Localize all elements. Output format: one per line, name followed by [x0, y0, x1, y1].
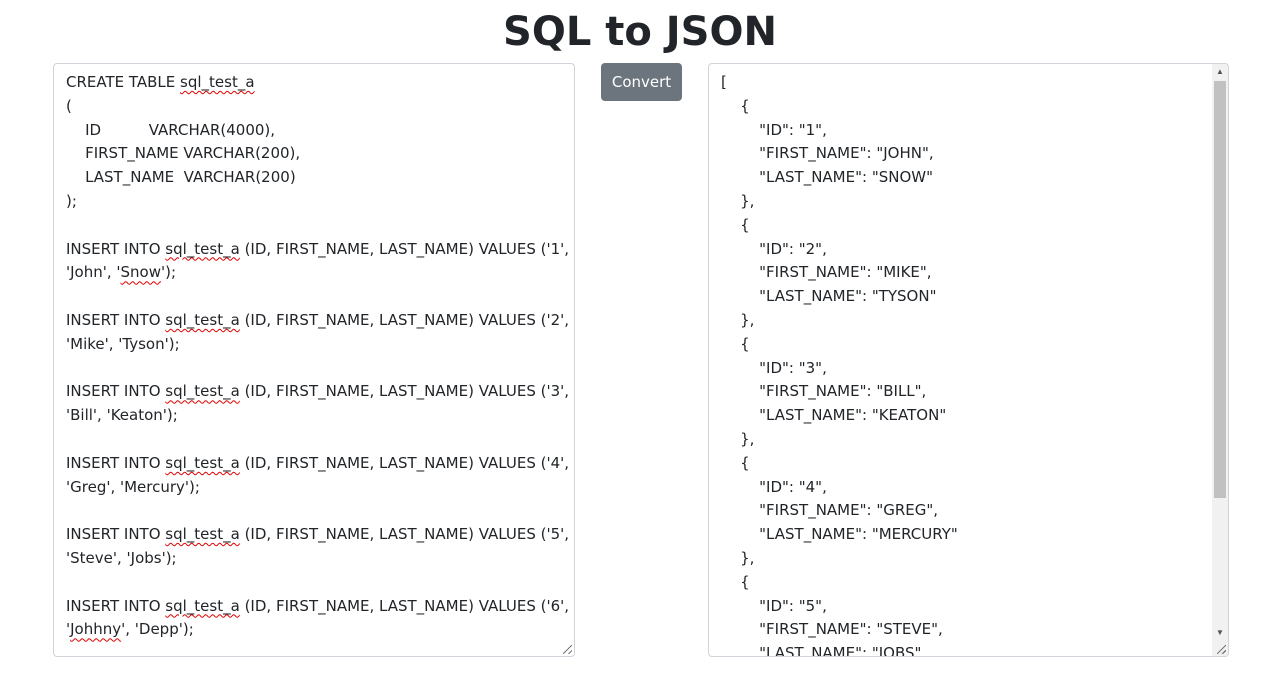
sql-line: [66, 285, 554, 309]
sql-line: INSERT INTO sql_test_a (ID, FIRST_NAME, …: [66, 525, 570, 544]
sql-line: 'Greg', 'Mercury');: [66, 477, 200, 496]
json-line: {: [721, 334, 750, 353]
sql-line: [66, 357, 554, 381]
sql-line: LAST_NAME VARCHAR(200): [66, 168, 296, 187]
json-line: "FIRST_NAME": "JOHN",: [721, 144, 934, 163]
sql-line: INSERT INTO sql_test_a (ID, FIRST_NAME, …: [66, 310, 570, 329]
sql-line: CREATE TABLE sql_test_a: [66, 73, 255, 91]
json-line: "ID": "5",: [721, 596, 827, 615]
sql-line: [66, 571, 554, 595]
json-line: {: [721, 453, 750, 472]
scroll-up-arrow-icon[interactable]: ▲: [1216, 67, 1224, 76]
json-output-content[interactable]: [ { "ID": "1", "FIRST_NAME": "JOHN", "LA…: [721, 71, 1208, 657]
json-line: {: [721, 572, 750, 591]
spellcheck-flagged-word: sql_test_a: [165, 525, 240, 544]
json-line: {: [721, 96, 750, 115]
spellcheck-flagged-word: sql_test_a: [165, 239, 240, 258]
spellcheck-flagged-word: sql_test_a: [165, 382, 240, 401]
spellcheck-flagged-word: sql_test_a: [165, 310, 240, 329]
json-resize-grip-icon[interactable]: [1217, 645, 1226, 654]
spellcheck-flagged-word: Johhny: [70, 620, 122, 639]
json-line: "ID": "1",: [721, 120, 827, 139]
json-line: },: [721, 191, 755, 210]
sql-line: ID VARCHAR(4000),: [66, 120, 276, 139]
json-line: "ID": "2",: [721, 239, 827, 258]
spellcheck-flagged-word: sql_test_a: [165, 596, 240, 615]
json-line: "LAST_NAME": "TYSON": [721, 287, 937, 306]
json-line: "FIRST_NAME": "GREG",: [721, 501, 939, 520]
sql-resize-grip-icon[interactable]: [563, 645, 572, 654]
json-line: "LAST_NAME": "KEATON": [721, 406, 947, 425]
json-line: },: [721, 548, 755, 567]
json-line: "LAST_NAME": "JOBS": [721, 644, 922, 657]
sql-line: INSERT INTO sql_test_a (ID, FIRST_NAME, …: [66, 596, 570, 615]
sql-line: 'Johhny', 'Depp');: [66, 620, 194, 639]
sql-line: (: [66, 96, 72, 115]
page-title: SQL to JSON: [503, 9, 777, 55]
json-line: },: [721, 429, 755, 448]
json-line: [: [721, 73, 727, 91]
sql-line: [66, 214, 554, 238]
sql-input-textarea[interactable]: CREATE TABLE sql_test_a ( ID VARCHAR(4000…: [53, 63, 575, 657]
json-line: "LAST_NAME": "MERCURY": [721, 525, 958, 544]
sql-line: 'John', 'Snow');: [66, 263, 177, 282]
sql-line: INSERT INTO sql_test_a (ID, FIRST_NAME, …: [66, 453, 570, 472]
json-line: "ID": "3",: [721, 358, 827, 377]
sql-input-content[interactable]: CREATE TABLE sql_test_a ( ID VARCHAR(4000…: [66, 71, 570, 642]
json-line: "LAST_NAME": "SNOW": [721, 168, 933, 187]
spellcheck-flagged-word: sql_test_a: [165, 453, 240, 472]
json-line: "FIRST_NAME": "MIKE",: [721, 263, 932, 282]
json-line: "ID": "4",: [721, 477, 827, 496]
sql-line: INSERT INTO sql_test_a (ID, FIRST_NAME, …: [66, 382, 570, 401]
json-line: {: [721, 215, 750, 234]
sql-line: 'Steve', 'Jobs');: [66, 548, 177, 567]
sql-line: INSERT INTO sql_test_a (ID, FIRST_NAME, …: [66, 239, 570, 258]
scrollbar-thumb[interactable]: [1214, 81, 1226, 498]
json-output-textarea[interactable]: [ { "ID": "1", "FIRST_NAME": "JOHN", "LA…: [708, 63, 1229, 657]
json-line: "FIRST_NAME": "STEVE",: [721, 620, 943, 639]
convert-button[interactable]: Convert: [601, 63, 682, 101]
sql-line: 'Bill', 'Keaton');: [66, 406, 178, 425]
json-output-scrollbar[interactable]: ▲ ▼: [1212, 64, 1228, 641]
sql-line: [66, 499, 554, 523]
sql-line: FIRST_NAME VARCHAR(200),: [66, 144, 301, 163]
spellcheck-flagged-word: Snow: [120, 263, 162, 282]
sql-line: [66, 428, 554, 452]
scroll-down-arrow-icon[interactable]: ▼: [1216, 628, 1224, 637]
spellcheck-flagged-word: sql_test_a: [180, 73, 255, 91]
json-line: "FIRST_NAME": "BILL",: [721, 382, 927, 401]
json-line: },: [721, 310, 755, 329]
sql-line: );: [66, 191, 77, 210]
sql-line: 'Mike', 'Tyson');: [66, 334, 180, 353]
